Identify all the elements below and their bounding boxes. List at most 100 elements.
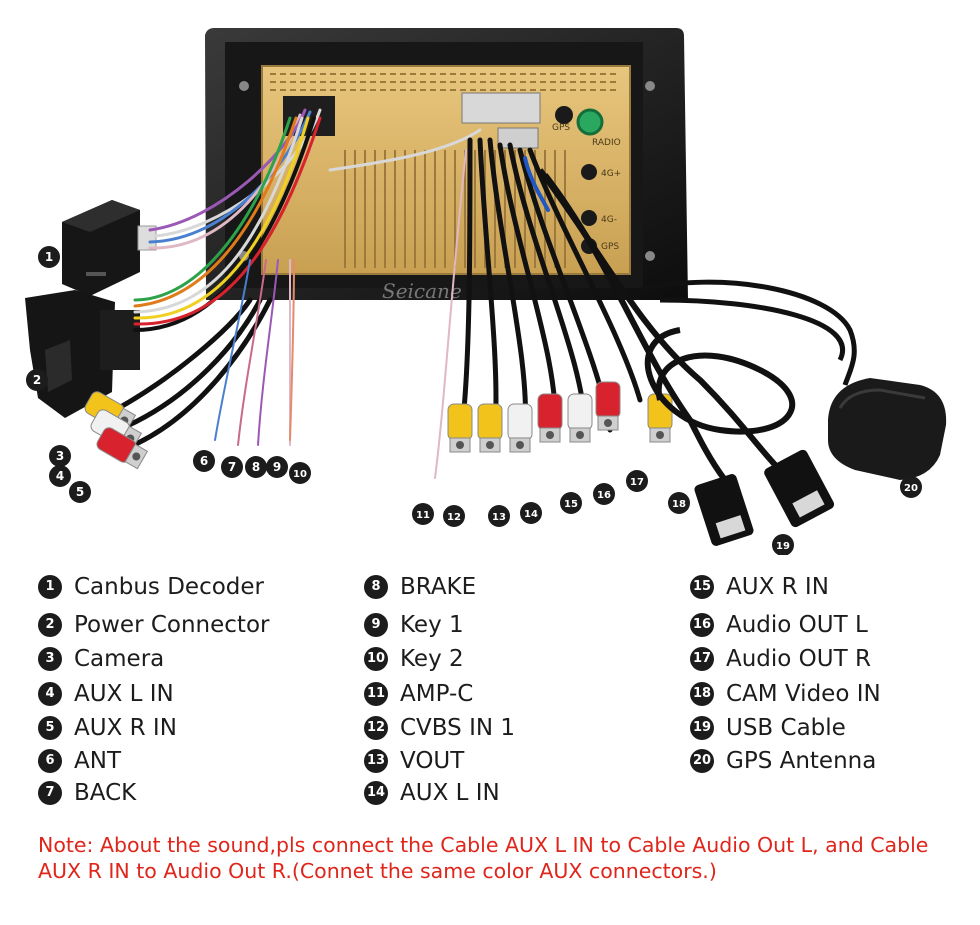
callout-number: 18 <box>672 499 686 510</box>
legend-label: BRAKE <box>400 574 477 600</box>
wire-4 <box>148 108 307 232</box>
callout-number: 5 <box>76 485 84 499</box>
wire-5 <box>133 116 292 302</box>
wire-18 <box>289 259 295 441</box>
legend-label: Canbus Decoder <box>74 574 264 600</box>
callout-6: 6 <box>193 450 215 472</box>
callout-number: 7 <box>228 460 236 474</box>
wire-16 <box>257 259 279 446</box>
legend-label: Key 1 <box>400 612 464 638</box>
wiring-diagram: GPS RADIO 4G+ 4G- GPS Seicane <box>25 28 947 556</box>
legend-number: 15 <box>690 575 714 599</box>
callout-1: 1 <box>38 246 60 268</box>
usb-cables <box>537 168 835 546</box>
callout-14: 14 <box>520 502 542 524</box>
callout-number: 12 <box>447 512 461 523</box>
legend-number: 17 <box>690 647 714 671</box>
callout-number: 4 <box>56 469 64 483</box>
canbus-decoder <box>62 200 157 296</box>
legend-item-8: 8 BRAKE <box>364 573 476 601</box>
rca-plug-8 <box>567 393 593 443</box>
callout-number: 19 <box>776 541 790 552</box>
rca-plug-6 <box>507 403 533 453</box>
callout-number: 20 <box>904 483 918 494</box>
callout-number: 13 <box>492 512 506 523</box>
callout-5: 5 <box>69 481 91 503</box>
callout-number: 16 <box>597 490 611 501</box>
legend-item-16: 16 Audio OUT L <box>690 611 868 639</box>
legend-number: 13 <box>364 749 388 773</box>
wire-20 <box>459 137 473 433</box>
wire-8 <box>133 116 310 320</box>
callout-number: 14 <box>524 509 538 520</box>
rca-plug-9 <box>595 381 621 431</box>
legend-number: 11 <box>364 682 388 706</box>
legend-label: Audio OUT L <box>726 612 868 638</box>
legend-number: 20 <box>690 749 714 773</box>
legend-item-2: 2 Power Connector <box>38 611 269 639</box>
port-4g-minus-label: 4G- <box>601 215 617 225</box>
callout-4: 4 <box>49 465 71 487</box>
rca-plug-4 <box>447 403 473 453</box>
callout-13: 13 <box>488 505 510 527</box>
legend-number: 10 <box>364 647 388 671</box>
watermark: Seicane <box>382 279 462 303</box>
legend-label: CVBS IN 1 <box>400 715 516 741</box>
legend-item-9: 9 Key 1 <box>364 611 464 639</box>
wire-14 <box>214 259 251 441</box>
legend-label: Power Connector <box>74 612 270 638</box>
legend-label: AUX R IN <box>74 715 177 741</box>
wire-2 <box>148 110 312 244</box>
legend-item-12: 12 CVBS IN 1 <box>364 714 515 742</box>
wire-26 <box>434 149 467 479</box>
legend-label: CAM Video IN <box>726 681 881 707</box>
callout-number: 10 <box>293 469 307 480</box>
callout-number: 3 <box>56 449 64 463</box>
legend-number: 9 <box>364 613 388 637</box>
legend-number: 12 <box>364 716 388 740</box>
callout-number: 9 <box>273 460 281 474</box>
radio-port-label: RADIO <box>592 138 621 148</box>
legend-number: 7 <box>38 781 62 805</box>
legend-number: 18 <box>690 682 714 706</box>
legend-label: AUX L IN <box>74 681 174 707</box>
product-photo: GPS RADIO 4G+ 4G- GPS Seicane <box>25 28 947 556</box>
legend-number: 14 <box>364 781 388 805</box>
wire-10 <box>133 116 322 326</box>
callout-20: 20 <box>900 476 922 498</box>
sound-note: Note: About the sound,pls connect the Ca… <box>38 833 929 883</box>
legend-label: Key 2 <box>400 646 464 672</box>
wire-9 <box>133 116 316 332</box>
legend-label: USB Cable <box>726 715 846 741</box>
callout-number: 17 <box>630 477 644 488</box>
wire-28 <box>523 156 550 212</box>
legend-number: 6 <box>38 749 62 773</box>
legend-number: 16 <box>690 613 714 637</box>
gps-antenna <box>639 279 947 480</box>
wire-19 <box>328 128 482 172</box>
legend-number: 2 <box>38 613 62 637</box>
legend-number: 1 <box>38 575 62 599</box>
legend-item-1: 1 Canbus Decoder <box>38 573 264 601</box>
legend-item-10: 10 Key 2 <box>364 645 464 673</box>
callout-number: 6 <box>200 454 208 468</box>
wire-harness <box>112 108 643 479</box>
legend-number: 8 <box>364 575 388 599</box>
rca-plug-7 <box>537 393 563 443</box>
legend-item-18: 18 CAM Video IN <box>690 680 881 708</box>
callout-10: 10 <box>289 462 311 484</box>
callout-number: 2 <box>33 373 41 387</box>
port-4g-plus-label: 4G+ <box>601 169 621 179</box>
wire-15 <box>237 259 267 446</box>
callout-17: 17 <box>626 470 648 492</box>
power-connector <box>25 290 140 418</box>
